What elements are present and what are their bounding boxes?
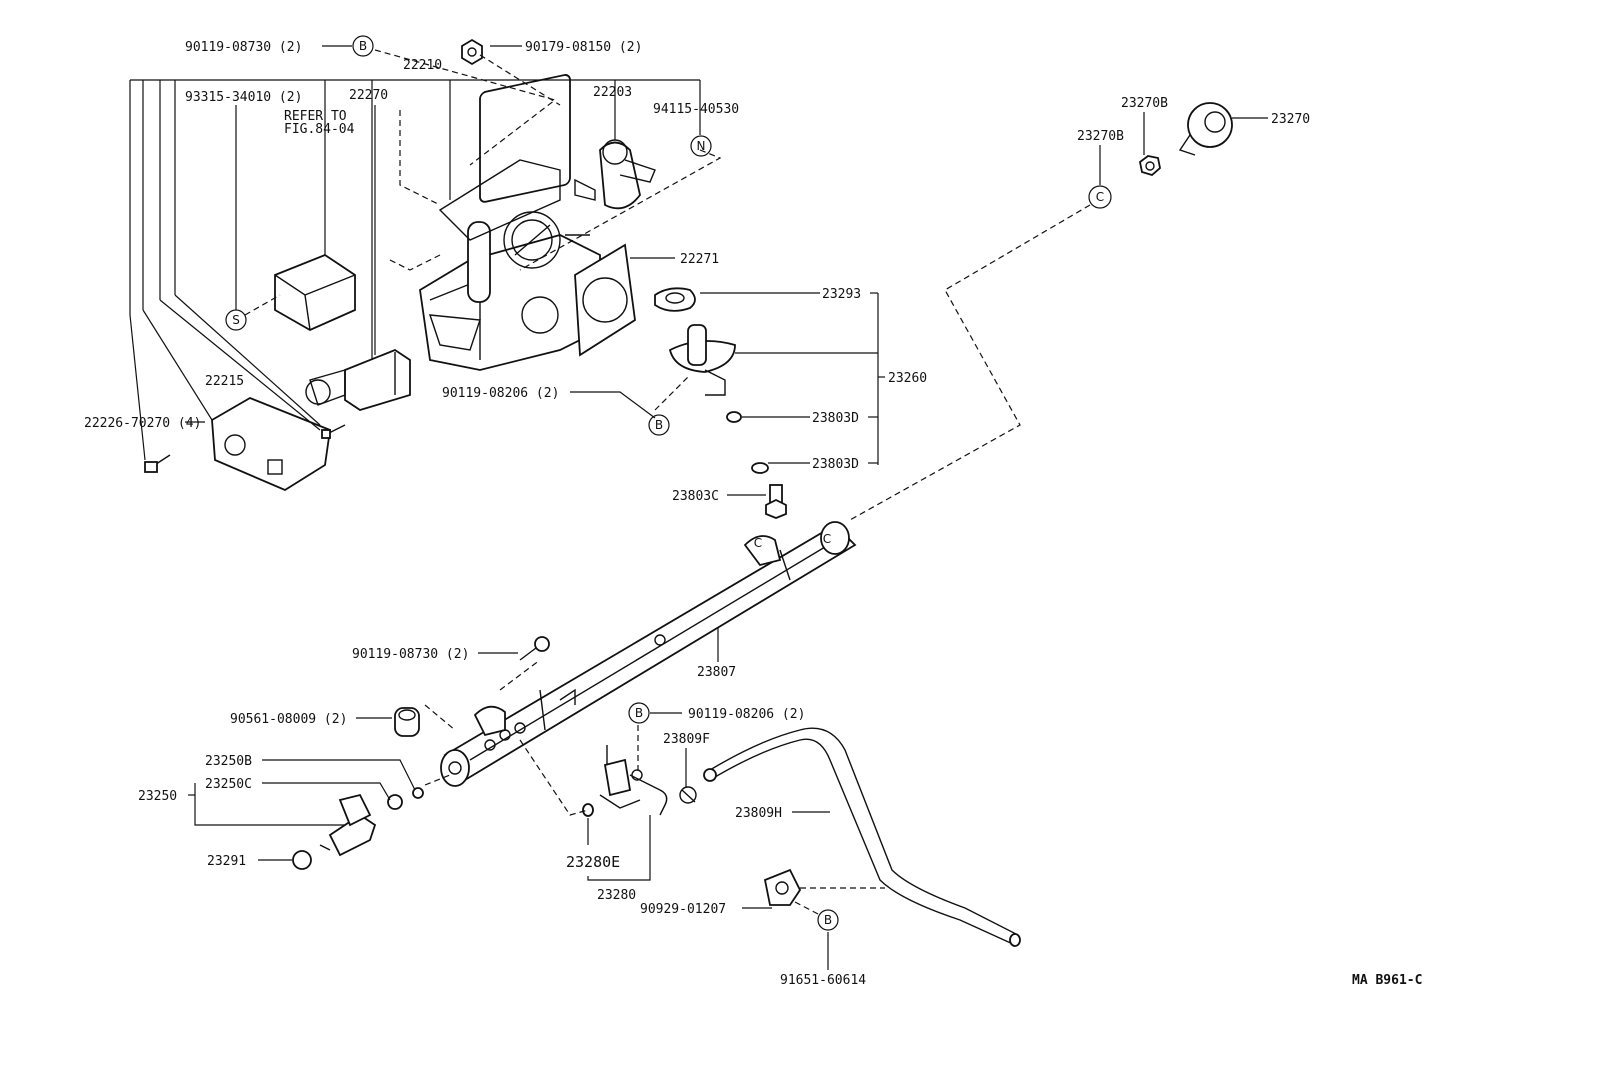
- isc-valve-22270: [305, 348, 411, 411]
- union-bolt-23803C: [765, 484, 787, 519]
- label-23270: 23270: [1271, 112, 1310, 127]
- label-23250B: 23250B: [205, 754, 252, 769]
- svg-text:B: B: [359, 39, 367, 53]
- throttle-body: [419, 74, 601, 371]
- label-23250: 23250: [138, 789, 177, 804]
- label-23803D-a: 23803D: [812, 411, 859, 426]
- fuel-injector-23250: [319, 793, 377, 857]
- gasket-23293: [654, 287, 696, 312]
- symbol-n: N: [690, 135, 712, 157]
- label-23809F: 23809F: [663, 732, 710, 747]
- svg-text:B: B: [635, 706, 643, 720]
- label-refer-to: REFER TO: [284, 109, 347, 124]
- label-90561-08009: 90561-08009 (2): [230, 712, 347, 727]
- label-23293: 23293: [822, 287, 861, 302]
- symbol-c-right: C: [1088, 185, 1112, 209]
- label-91651-60614: 91651-60614: [780, 973, 866, 988]
- gasket-22271: [574, 243, 636, 357]
- symbol-b-mid: B: [648, 414, 670, 436]
- svg-text:S: S: [232, 313, 240, 327]
- label-22270: 22270: [349, 88, 388, 103]
- label-22203: 22203: [593, 85, 632, 100]
- fuel-pipe-23280: [599, 745, 668, 816]
- label-22226-70270: 22226-70270 (4): [84, 416, 201, 431]
- nut-23270B: [1139, 155, 1161, 177]
- insulator-23291: [292, 850, 312, 870]
- leader-lines: [129, 45, 1268, 970]
- symbol-c-pipe-1: C: [754, 536, 762, 550]
- bolt-90119-08730-mid: [519, 636, 550, 661]
- nut-90179: [461, 38, 483, 66]
- diagram-code: MA B961-C: [1352, 973, 1422, 988]
- svg-text:C: C: [1096, 190, 1104, 204]
- label-23807: 23807: [697, 665, 736, 680]
- pressure-regulator-23270: [1178, 102, 1233, 156]
- label-23250C: 23250C: [205, 777, 252, 792]
- bolt-small: [321, 424, 346, 439]
- svg-text:C: C: [754, 536, 762, 550]
- insulator-90561: [394, 707, 420, 737]
- symbol-c-pipe-2: C: [823, 532, 831, 546]
- svg-text:B: B: [655, 418, 663, 432]
- label-90119-08206-b: 90119-08206 (2): [688, 707, 805, 722]
- gasket-23803D-a: [726, 411, 742, 423]
- label-23280E: 23280E: [566, 853, 620, 871]
- label-fig-84-04: FIG.84-04: [284, 122, 355, 137]
- label-22210: 22210: [403, 58, 442, 73]
- seal-23250C: [387, 794, 403, 810]
- symbol-b-bottom: B: [817, 909, 839, 931]
- fuel-hose-23809H: [703, 727, 1021, 947]
- label-94115-40530: 94115-40530: [653, 102, 739, 117]
- label-23260: 23260: [888, 371, 927, 386]
- svg-text:N: N: [697, 139, 706, 153]
- label-90119-08730-mid: 90119-08730 (2): [352, 647, 469, 662]
- svg-text:B: B: [824, 913, 832, 927]
- connector-box: [274, 253, 356, 332]
- o-ring-23250B: [412, 787, 424, 799]
- pulsation-damper-23260: [668, 324, 736, 396]
- label-23803C: 23803C: [672, 489, 719, 504]
- svg-text:C: C: [823, 532, 831, 546]
- gasket-23803D-b: [751, 462, 769, 474]
- label-90119-08730-top: 90119-08730 (2): [185, 40, 302, 55]
- label-23803D-b: 23803D: [812, 457, 859, 472]
- label-23270B-a: 23270B: [1121, 96, 1168, 111]
- label-22215: 22215: [205, 374, 244, 389]
- bolt-22226: [144, 454, 171, 473]
- symbol-b-low: B: [628, 702, 650, 724]
- label-90179-08150: 90179-08150 (2): [525, 40, 642, 55]
- delivery-pipe-23807: [440, 521, 857, 787]
- label-23809H: 23809H: [735, 806, 782, 821]
- throttle-sensor-22203: [599, 139, 656, 210]
- clip-23809F: [679, 786, 697, 804]
- label-93315-34010: 93315-34010 (2): [185, 90, 302, 105]
- gasket-22215: [211, 397, 331, 492]
- clamp-90929: [763, 868, 802, 906]
- gasket-23280E: [582, 803, 594, 817]
- symbol-b-top: B: [352, 35, 374, 57]
- label-90119-08206-a: 90119-08206 (2): [442, 386, 559, 401]
- label-23280: 23280: [597, 888, 636, 903]
- symbol-s: S: [225, 309, 247, 331]
- label-22271: 22271: [680, 252, 719, 267]
- dashed-assembly-lines: [244, 49, 1091, 916]
- label-23270B-b: 23270B: [1077, 129, 1124, 144]
- label-23291: 23291: [207, 854, 246, 869]
- label-90929-01207: 90929-01207: [640, 902, 726, 917]
- part-labels: 90119-08730 (2) 90179-08150 (2) 22210 93…: [84, 40, 1422, 988]
